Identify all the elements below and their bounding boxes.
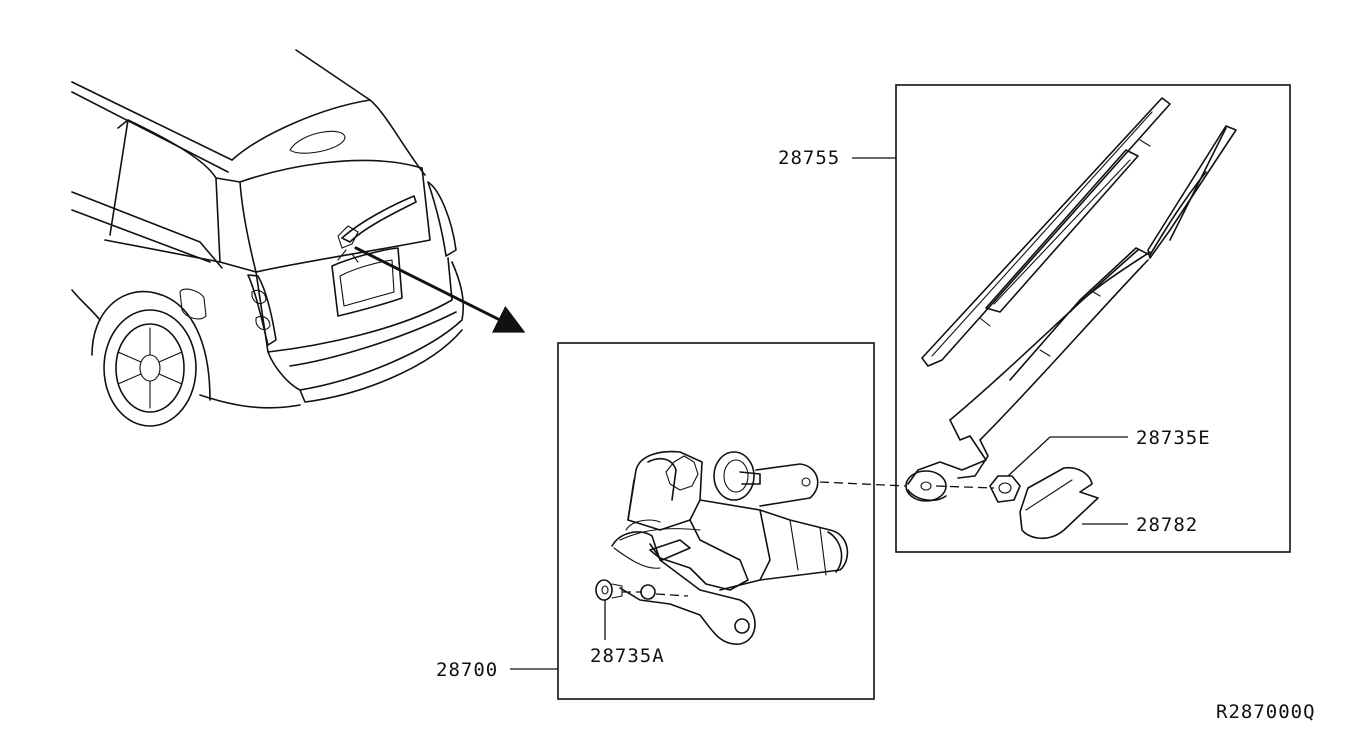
nut-drawing: [989, 475, 1021, 503]
wiper-arm-drawing: [905, 125, 1237, 502]
part-label-28755[interactable]: 28755: [778, 147, 840, 169]
part-labels: 28755 28735E 28782 28700 28735A R287000Q: [436, 147, 1316, 723]
diagram-code: R287000Q: [1216, 701, 1316, 723]
wiper-arm-assembly-group: [895, 84, 1291, 553]
part-label-28700[interactable]: 28700: [436, 659, 498, 681]
part-label-28735e[interactable]: 28735E: [1136, 427, 1211, 449]
mount-washer-drawing: [595, 579, 623, 601]
arm-cap-drawing: [1019, 466, 1099, 540]
vehicle-illustration: [71, 49, 526, 427]
wiper-motor-group: [557, 342, 907, 700]
leader-lines: [510, 157, 1128, 670]
wiper-blade-drawing: [921, 97, 1171, 367]
wiper-motor-box: [557, 342, 875, 700]
part-label-28782[interactable]: 28782: [1136, 514, 1198, 536]
leader-28735e: [1007, 436, 1128, 477]
wiper-arm-box: [895, 84, 1291, 553]
part-label-28735a[interactable]: 28735A: [590, 645, 665, 667]
wiper-motor-drawing: [611, 450, 849, 645]
